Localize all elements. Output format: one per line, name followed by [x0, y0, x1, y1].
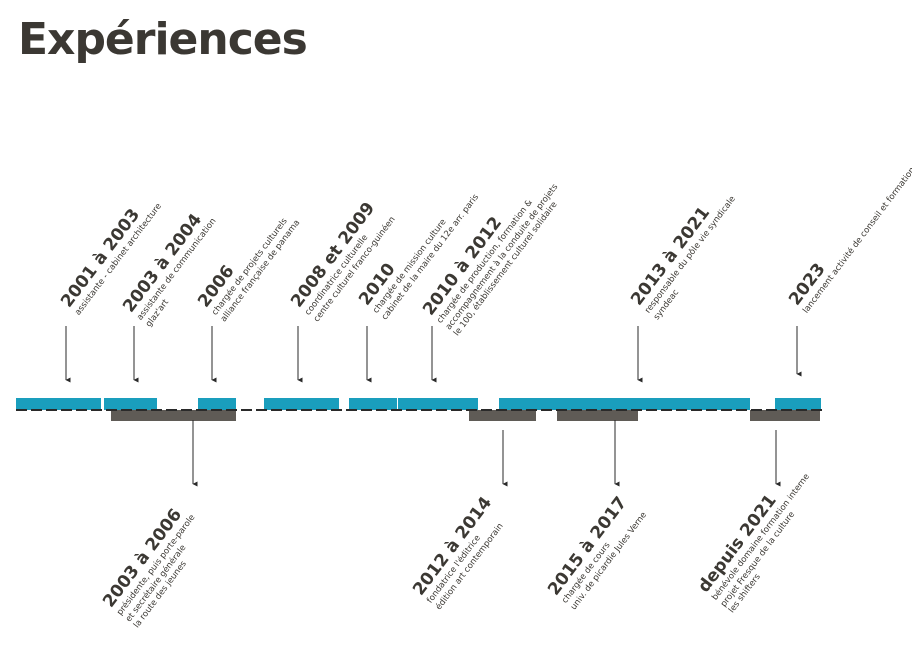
top-bar-7: [499, 398, 750, 410]
page-title: Expériences: [18, 14, 308, 65]
bottom-bars-group: [111, 410, 820, 421]
top-bars-group: [16, 398, 821, 410]
top-bar-6: [398, 398, 478, 410]
top-bar-8: [775, 398, 821, 410]
top-bar-3: [198, 398, 236, 410]
arrows-group: [65, 326, 802, 487]
bottom-bar-4: [750, 410, 820, 421]
top-bar-5: [349, 398, 397, 410]
top-bar-2: [104, 398, 157, 410]
bottom-bar-1: [111, 410, 236, 421]
top-bar-1: [16, 398, 101, 410]
bottom-bar-3: [557, 410, 638, 421]
bottom-bar-2: [469, 410, 536, 421]
top-bar-4: [264, 398, 339, 410]
